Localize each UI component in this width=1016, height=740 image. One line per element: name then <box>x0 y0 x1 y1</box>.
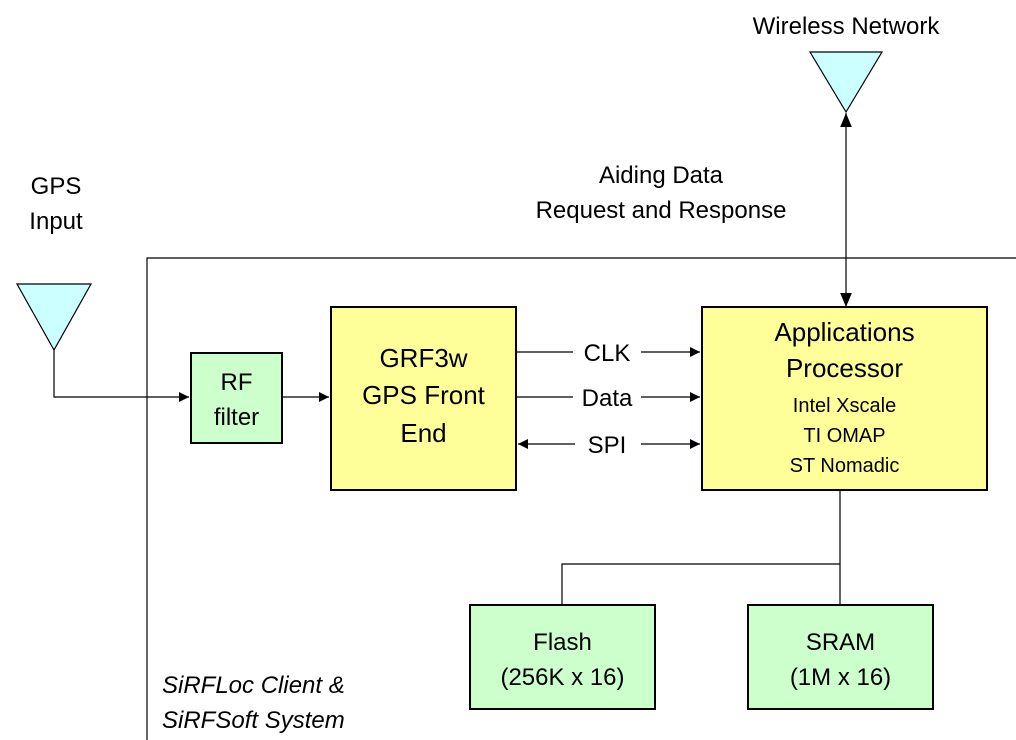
system-caption-line1: SiRFLoc Client & <box>162 672 345 699</box>
front-end-label-line3: End <box>400 418 446 448</box>
spi-signal-label: SPI <box>588 432 627 459</box>
front-end-label-line2: GPS Front <box>362 380 486 410</box>
wireless-network-label: Wireless Network <box>753 13 941 40</box>
gps-input-label-line1: GPS <box>31 173 82 200</box>
gps-antenna-icon <box>15 283 93 352</box>
rf-filter-label-line2: filter <box>214 404 259 431</box>
rf-filter-block <box>190 352 283 444</box>
applications-processor-block <box>701 306 988 491</box>
app-processor-option-1: Intel Xscale <box>793 395 896 417</box>
flash-memory-block <box>469 604 656 710</box>
aiding-data-label-line1: Aiding Data <box>599 162 724 189</box>
rf-filter-label-line1: RF <box>221 369 253 396</box>
flash-label-line1: Flash <box>533 629 592 656</box>
sram-label-line1: SRAM <box>806 629 875 656</box>
memory-bus-wire <box>561 490 841 605</box>
app-processor-title-line2: Processor <box>786 353 903 383</box>
sram-memory-block <box>747 604 934 710</box>
antenna-to-rf-filter-wire <box>53 350 189 402</box>
wireless-antenna-icon <box>808 51 884 114</box>
clk-signal-label: CLK <box>584 340 631 367</box>
system-caption-line2: SiRFSoft System <box>162 707 345 734</box>
app-processor-title-line1: Applications <box>774 317 914 347</box>
app-processor-option-3: ST Nomadic <box>790 455 900 477</box>
sram-label-line2: (1M x 16) <box>790 664 891 691</box>
flash-label-line2: (256K x 16) <box>500 664 624 691</box>
aiding-data-label-line2: Request and Response <box>536 197 787 224</box>
gps-front-end-block <box>330 306 517 491</box>
app-processor-option-2: TI OMAP <box>803 425 885 447</box>
data-signal-label: Data <box>582 385 633 412</box>
gps-input-label-line2: Input <box>29 208 83 235</box>
front-end-label-line1: GRF3w <box>379 343 467 373</box>
system-boundary <box>146 257 1016 740</box>
